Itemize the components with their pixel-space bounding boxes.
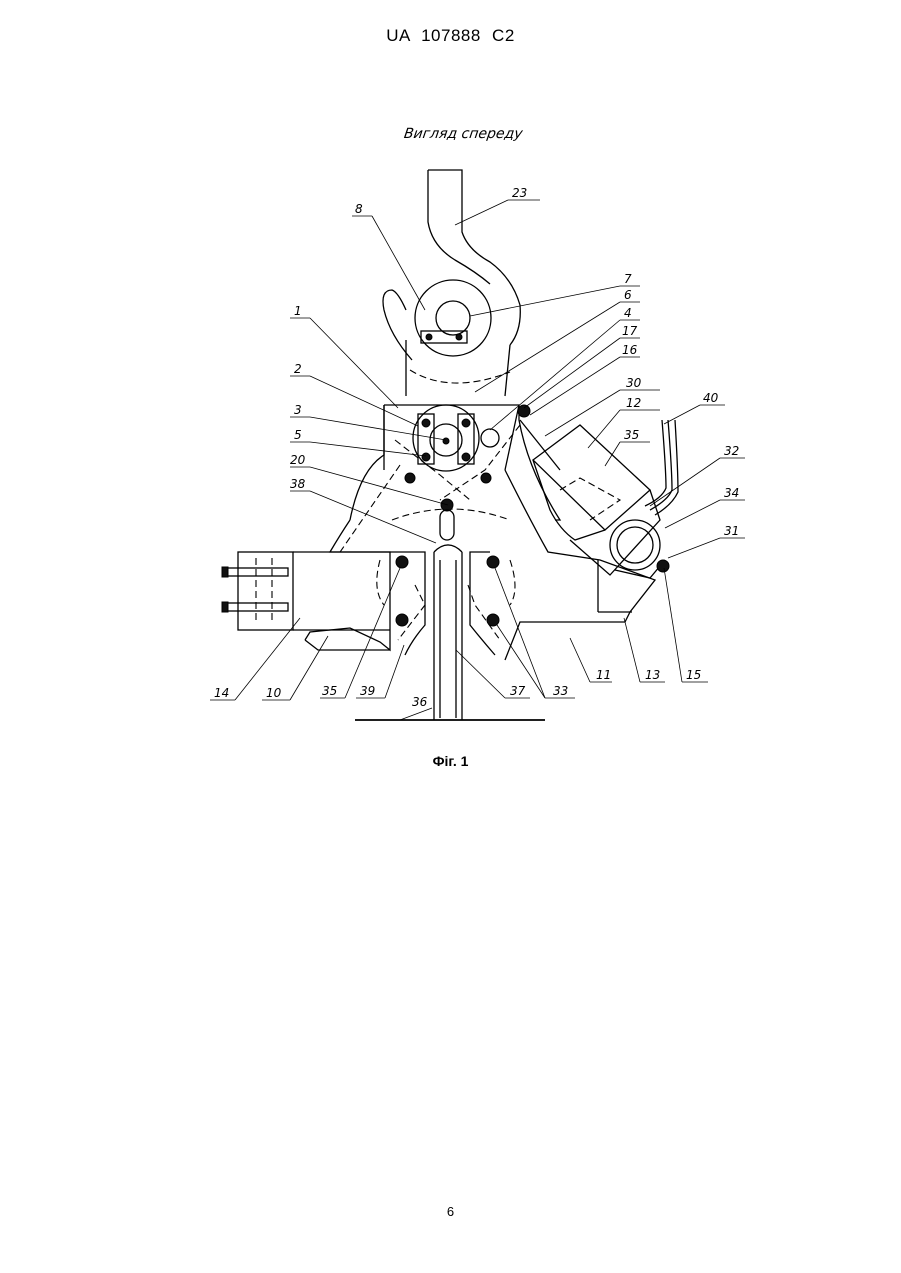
figure-caption: Фіг. 1: [0, 753, 901, 769]
central-hub: [405, 405, 499, 540]
left-block: [222, 552, 390, 630]
callout-35-top: 35: [624, 428, 639, 442]
callout-33: 33: [553, 684, 568, 698]
callout-12: 12: [626, 396, 641, 410]
lower-arms: [305, 470, 655, 660]
callout-30: 30: [626, 376, 642, 390]
callout-34: 34: [724, 486, 739, 500]
callout-31: 31: [724, 524, 739, 538]
callout-11: 11: [596, 668, 611, 682]
motor-assembly: [518, 405, 678, 578]
callout-32: 32: [724, 444, 739, 458]
callout-20: 20: [290, 453, 306, 467]
callout-36: 36: [412, 695, 428, 709]
callout-35-bottom: 35: [322, 684, 337, 698]
callout-13: 13: [645, 668, 660, 682]
callout-23: 23: [512, 186, 527, 200]
callout-38: 38: [290, 477, 306, 491]
callout-37: 37: [510, 684, 526, 698]
callout-10: 10: [266, 686, 282, 700]
callout-3: 3: [294, 403, 302, 417]
callout-40: 40: [703, 391, 719, 405]
callout-7: 7: [624, 272, 632, 286]
callout-15: 15: [686, 668, 701, 682]
page-number: 6: [0, 1204, 901, 1219]
callout-8: 8: [355, 202, 363, 216]
callout-5: 5: [294, 428, 302, 442]
callout-2: 2: [294, 362, 302, 376]
callout-39: 39: [360, 684, 375, 698]
callout-4: 4: [624, 306, 632, 320]
callout-6: 6: [624, 288, 632, 302]
callout-14: 14: [214, 686, 229, 700]
callout-17: 17: [622, 324, 638, 338]
callout-1: 1: [294, 304, 302, 318]
callout-16: 16: [622, 343, 638, 357]
